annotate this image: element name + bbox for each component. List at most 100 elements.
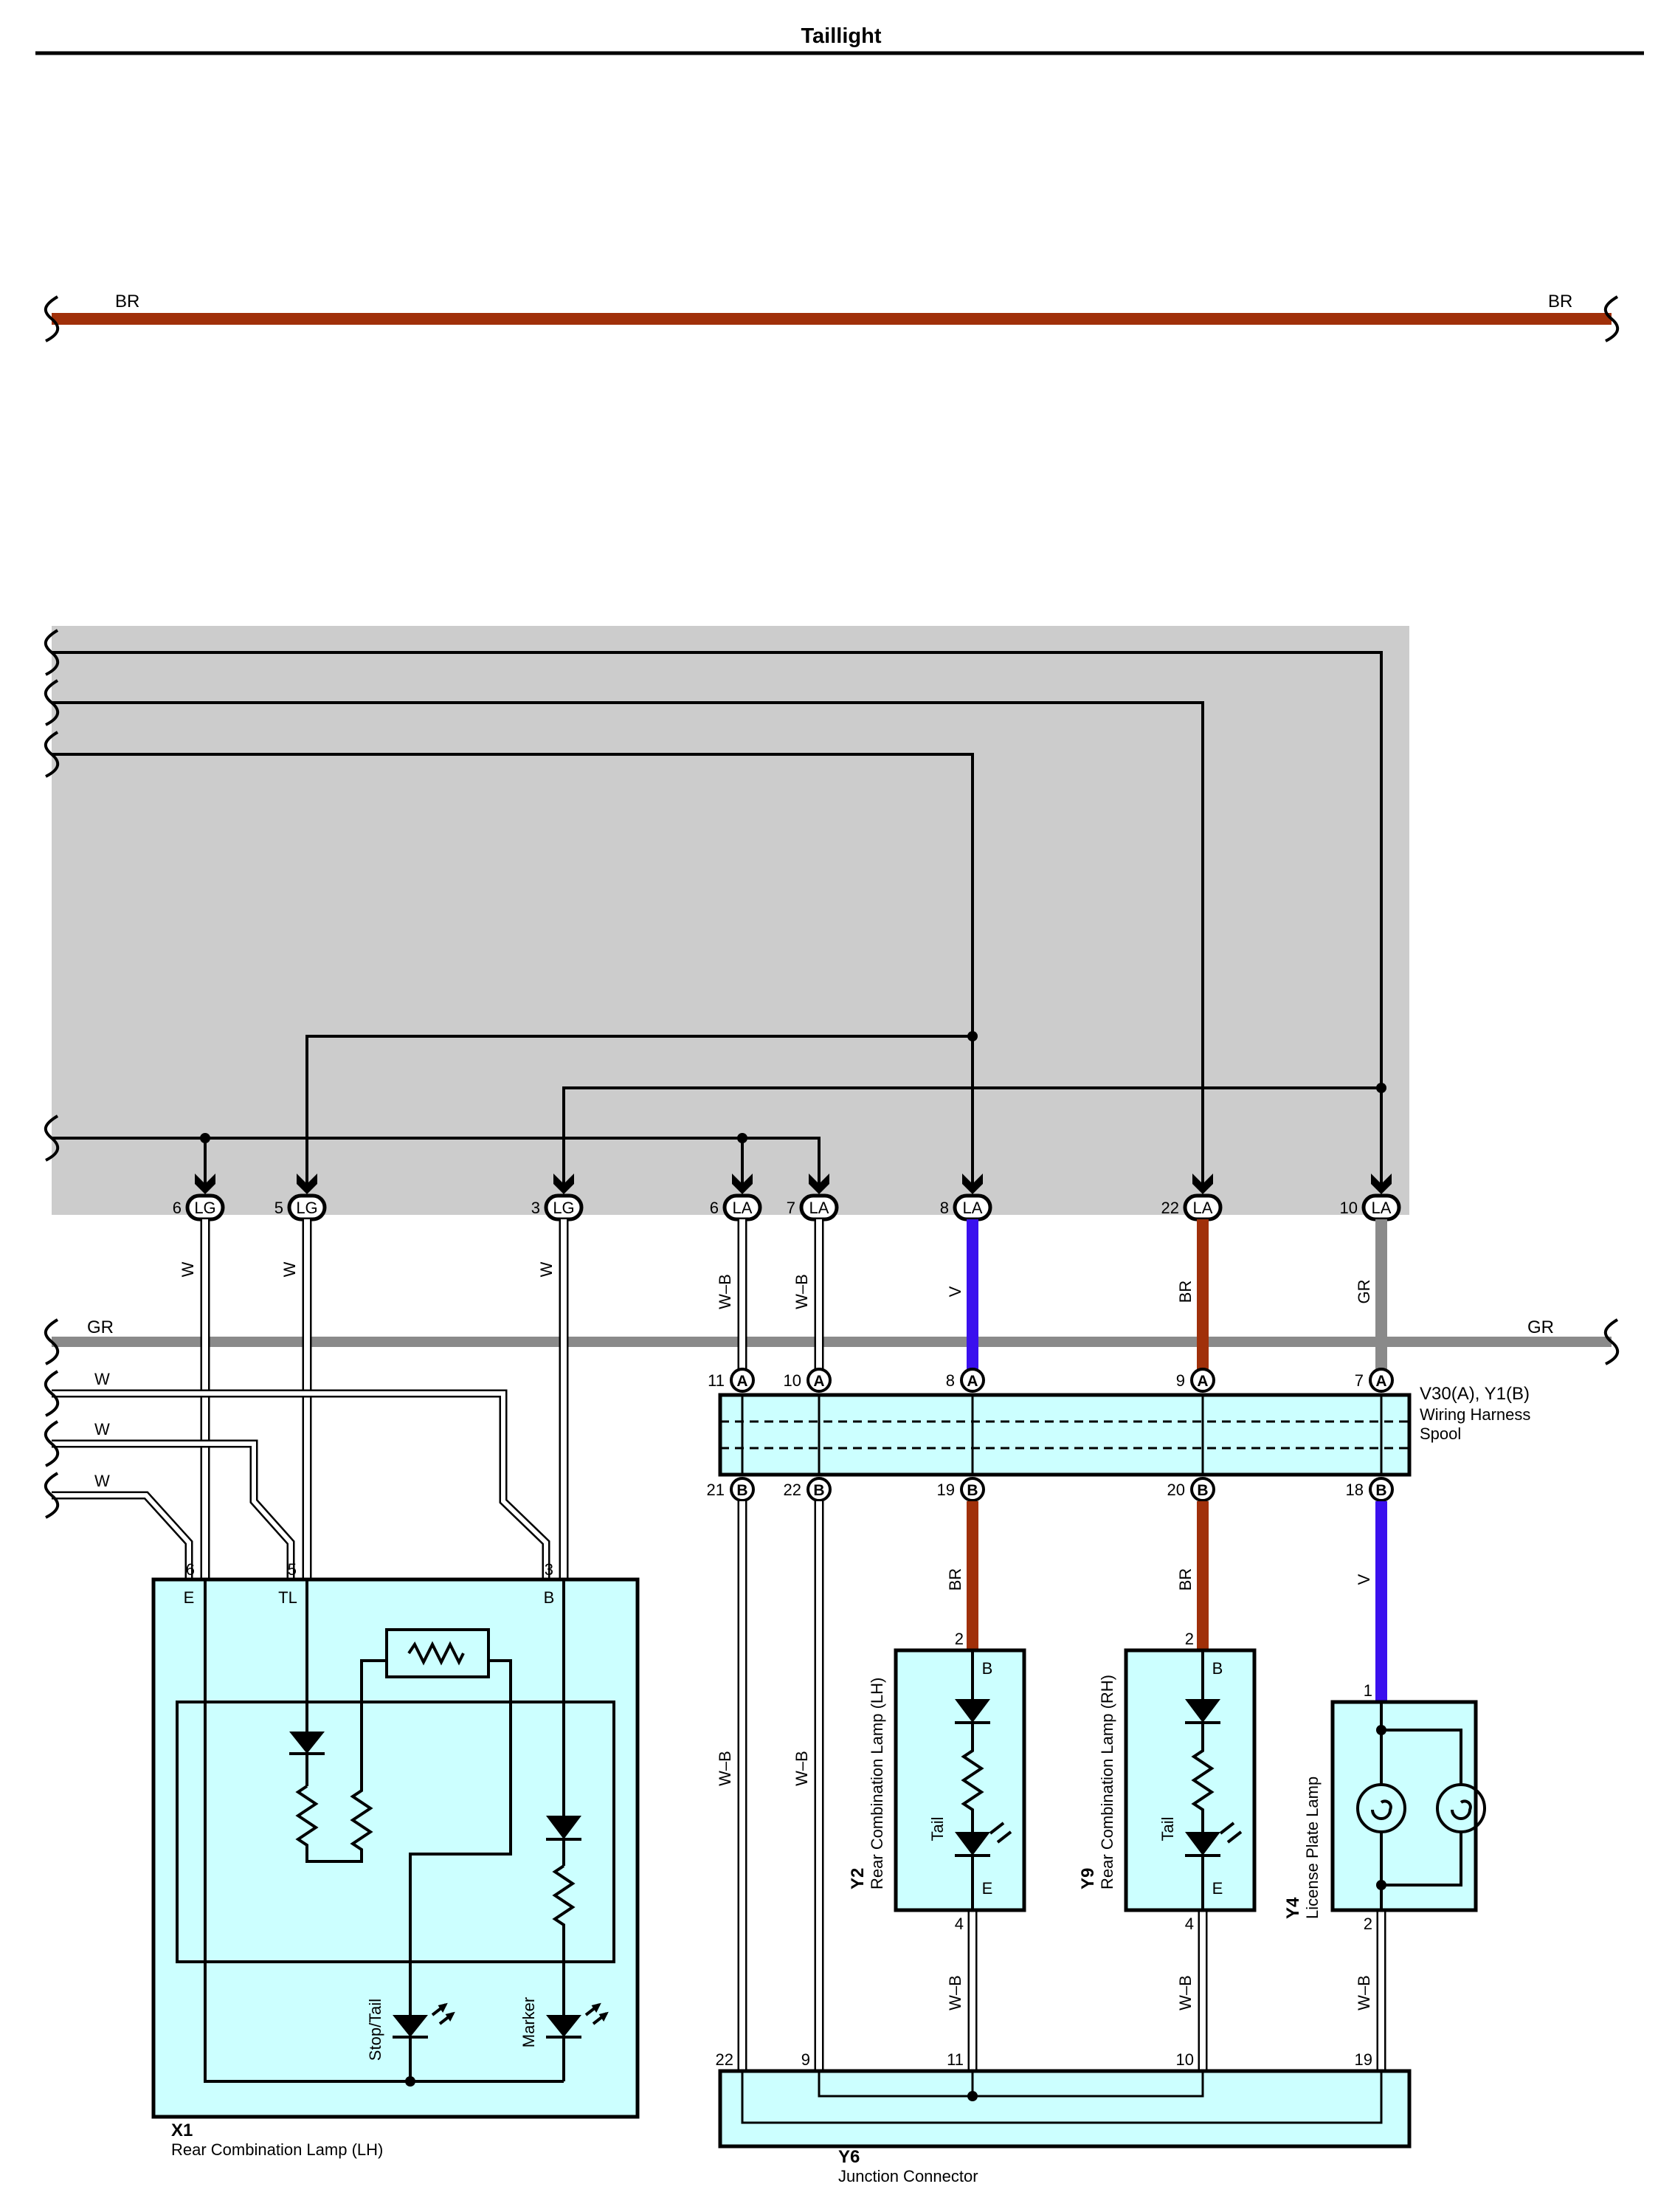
svg-text:6: 6 — [173, 1199, 182, 1217]
w-branch-break-marks — [44, 1370, 60, 1519]
spool-through-wires — [741, 1395, 1383, 1475]
w-label-3: W — [94, 1472, 110, 1490]
ecu-junction-dots — [200, 1031, 1386, 1143]
wire-label-v-y4: V — [1355, 1574, 1373, 1585]
wire-label-w-c: W — [537, 1261, 556, 1277]
y9-name: Rear Combination Lamp (RH) — [1098, 1675, 1116, 1889]
svg-text:A: A — [967, 1373, 978, 1390]
svg-text:11: 11 — [947, 2050, 964, 2069]
svg-text:LG: LG — [296, 1199, 317, 1217]
ecu-pin-6-lg: LG 6 — [173, 1193, 225, 1222]
wire-label-wb-d: W–B — [792, 1751, 811, 1786]
svg-text:4: 4 — [955, 1915, 964, 1933]
svg-text:E: E — [1212, 1879, 1223, 1898]
svg-text:2: 2 — [1185, 1630, 1194, 1648]
svg-text:19: 19 — [1355, 2050, 1372, 2069]
x1-pin-tl-num: 5 — [288, 1560, 297, 1579]
x1-code: X1 — [171, 2120, 193, 2140]
svg-text:A: A — [1197, 1373, 1208, 1390]
svg-text:11: 11 — [708, 1371, 725, 1390]
x1-pin-e-num: 6 — [186, 1560, 195, 1579]
spool-bottom-pins: B B B B B 21 22 19 20 18 — [707, 1477, 1394, 1502]
break-mark-gr-left — [44, 1318, 60, 1365]
svg-text:B: B — [1375, 1482, 1386, 1499]
svg-text:5: 5 — [274, 1199, 283, 1217]
svg-text:LA: LA — [963, 1199, 983, 1217]
wire-label-v-top: V — [946, 1286, 964, 1297]
svg-text:7: 7 — [787, 1199, 795, 1217]
svg-text:9: 9 — [1176, 1371, 1185, 1390]
ecu-pin-arrows — [195, 1174, 1392, 1194]
svg-text:9: 9 — [801, 2050, 810, 2069]
ecu-pin-10-la: LA 10 — [1340, 1193, 1401, 1222]
wire-label-wb-y2: W–B — [946, 1975, 964, 2011]
wire-label-wb-b: W–B — [792, 1274, 811, 1309]
x1-pin-b: B — [544, 1588, 555, 1607]
svg-text:LA: LA — [733, 1199, 753, 1217]
svg-text:22: 22 — [1161, 1199, 1179, 1217]
wire-label-w-b: W — [280, 1261, 299, 1277]
svg-text:7: 7 — [1355, 1371, 1364, 1390]
svg-text:LG: LG — [194, 1199, 215, 1217]
svg-text:19: 19 — [937, 1481, 955, 1499]
x1-pin-b-num: 3 — [545, 1560, 553, 1579]
svg-text:E: E — [982, 1879, 993, 1898]
y2-name: Rear Combination Lamp (LH) — [868, 1678, 886, 1889]
break-mark-br-left — [44, 295, 60, 342]
wire-label-w-a: W — [179, 1261, 197, 1277]
spool-name: V30(A), Y1(B) — [1420, 1384, 1530, 1404]
svg-text:Tail: Tail — [1158, 1816, 1177, 1841]
wire-label-wb-c: W–B — [716, 1751, 734, 1786]
svg-text:6: 6 — [710, 1199, 719, 1217]
svg-text:1: 1 — [1364, 1681, 1372, 1700]
svg-text:3: 3 — [531, 1199, 540, 1217]
y4-name: License Plate Lamp — [1303, 1777, 1322, 1919]
y4-code: Y4 — [1283, 1897, 1303, 1919]
x1-name: Rear Combination Lamp (LH) — [171, 2140, 383, 2159]
x1-stop-tail-label: Stop/Tail — [366, 1999, 384, 2061]
y2-component: 2 B 4 E Tail Y2 Rear Combination Lamp (L… — [848, 1630, 1026, 1933]
x1-pin-tl: TL — [278, 1588, 297, 1607]
svg-text:10: 10 — [1176, 2050, 1194, 2069]
svg-text:LG: LG — [553, 1199, 574, 1217]
y9-component: 2 B 4 E Tail Y9 Rear Combination Lamp (R… — [1078, 1630, 1257, 1933]
wire-label-wb-y4: W–B — [1355, 1975, 1373, 2011]
page-title: Taillight — [801, 24, 881, 48]
svg-text:B: B — [813, 1482, 824, 1499]
svg-text:18: 18 — [1346, 1481, 1364, 1499]
break-mark-gr-right — [1603, 1318, 1620, 1365]
y6-code: Y6 — [838, 2147, 860, 2167]
svg-text:8: 8 — [946, 1371, 955, 1390]
wire-label-gr-top: GR — [1355, 1280, 1373, 1304]
svg-text:21: 21 — [707, 1481, 725, 1499]
ecu-pin-6-la: LA 6 — [710, 1193, 762, 1222]
ecu-pin-7-la: LA 7 — [787, 1193, 839, 1222]
svg-text:B: B — [967, 1482, 978, 1499]
br-label-left: BR — [115, 292, 139, 311]
ecu-internal-wiring — [52, 651, 1383, 1184]
ecu-pin-22-la: LA 22 — [1161, 1193, 1223, 1222]
svg-text:A: A — [736, 1373, 747, 1390]
svg-text:10: 10 — [1340, 1199, 1358, 1217]
spool-top-pins: A A A A A 11 10 8 9 7 — [708, 1368, 1394, 1393]
svg-text:22: 22 — [784, 1481, 801, 1499]
y9-code: Y9 — [1078, 1868, 1098, 1889]
svg-text:A: A — [1375, 1373, 1386, 1390]
svg-text:10: 10 — [784, 1371, 801, 1390]
x1-component: 6 5 3 E TL B — [151, 1560, 640, 2159]
br-label-right: BR — [1548, 292, 1572, 311]
svg-text:2: 2 — [1364, 1915, 1372, 1933]
wire-label-br-y9: BR — [1176, 1568, 1195, 1591]
w-label-2: W — [94, 1420, 110, 1439]
y6-name: Junction Connector — [838, 2167, 978, 2185]
y4-component: 1 2 Y4 License Plate Lamp — [1283, 1681, 1486, 1933]
wire-label-br-y2: BR — [946, 1568, 964, 1591]
ecu-pin-5-lg: LG 5 — [274, 1193, 327, 1222]
svg-text:LA: LA — [1372, 1199, 1392, 1217]
svg-text:20: 20 — [1167, 1481, 1185, 1499]
ecu-area — [52, 626, 1409, 1215]
w-label-1: W — [94, 1370, 110, 1388]
wb-wires-to-y6 — [967, 1910, 1386, 2071]
svg-text:LA: LA — [809, 1199, 829, 1217]
spool-desc-2: Spool — [1420, 1424, 1461, 1443]
